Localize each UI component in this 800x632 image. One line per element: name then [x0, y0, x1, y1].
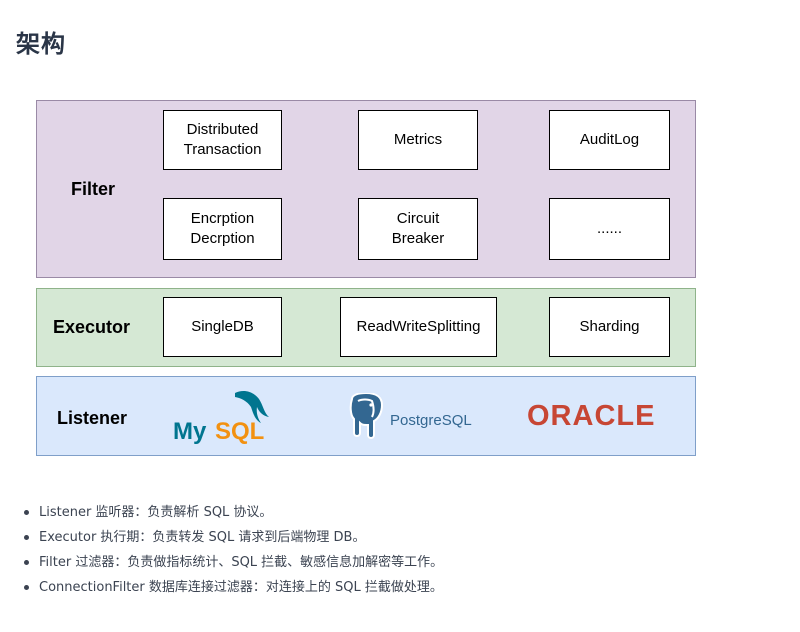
auditlog-box: AuditLog	[549, 110, 670, 170]
sharding-box: Sharding	[549, 297, 670, 357]
list-item-connectionfilter: ConnectionFilter 数据库连接过滤器：对连接上的 SQL 拦截做处…	[22, 575, 443, 600]
readwritesplitting-box: ReadWriteSplitting	[340, 297, 497, 357]
metrics-box: Metrics	[358, 110, 478, 170]
postgresql-logo-text: PostgreSQL	[390, 412, 472, 429]
oracle-logo: ORACLE	[527, 397, 682, 437]
description-list: Listener 监听器：负责解析 SQL 协议。 Executor 执行期：负…	[22, 500, 443, 600]
executor-layer-label: Executor	[53, 317, 131, 337]
executor-layer: Executor SingleDB ReadWriteSplitting Sha…	[36, 288, 696, 367]
encryption-decryption-box: Encrption Decrption	[163, 198, 282, 260]
filter-layer: Filter Distributed Transaction Metrics A…	[36, 100, 696, 278]
list-item-executor: Executor 执行期：负责转发 SQL 请求到后端物理 DB。	[22, 525, 443, 550]
page-title: 架构	[16, 30, 66, 58]
mysql-logo-sql: SQL	[215, 418, 264, 445]
distributed-transaction-box: Distributed Transaction	[163, 110, 282, 170]
architecture-diagram: Filter Distributed Transaction Metrics A…	[36, 100, 698, 456]
postgresql-logo: PostgreSQL	[346, 391, 480, 447]
filter-layer-label: Filter	[71, 179, 116, 199]
elephant-icon	[349, 391, 384, 439]
circuit-breaker-box: Circuit Breaker	[358, 198, 478, 260]
singledb-box: SingleDB	[163, 297, 282, 357]
mysql-logo: My SQL	[171, 383, 275, 449]
list-item-listener: Listener 监听器：负责解析 SQL 协议。	[22, 500, 443, 525]
more-filters-box: ......	[549, 198, 670, 260]
listener-layer-label: Listener	[57, 408, 128, 428]
dolphin-icon	[235, 391, 269, 423]
listener-layer: Listener My SQL PostgreSQL ORA	[36, 376, 696, 456]
oracle-logo-text: ORACLE	[527, 400, 655, 432]
mysql-logo-my: My	[173, 418, 207, 445]
list-item-filter: Filter 过滤器：负责做指标统计、SQL 拦截、敏感信息加解密等工作。	[22, 550, 443, 575]
